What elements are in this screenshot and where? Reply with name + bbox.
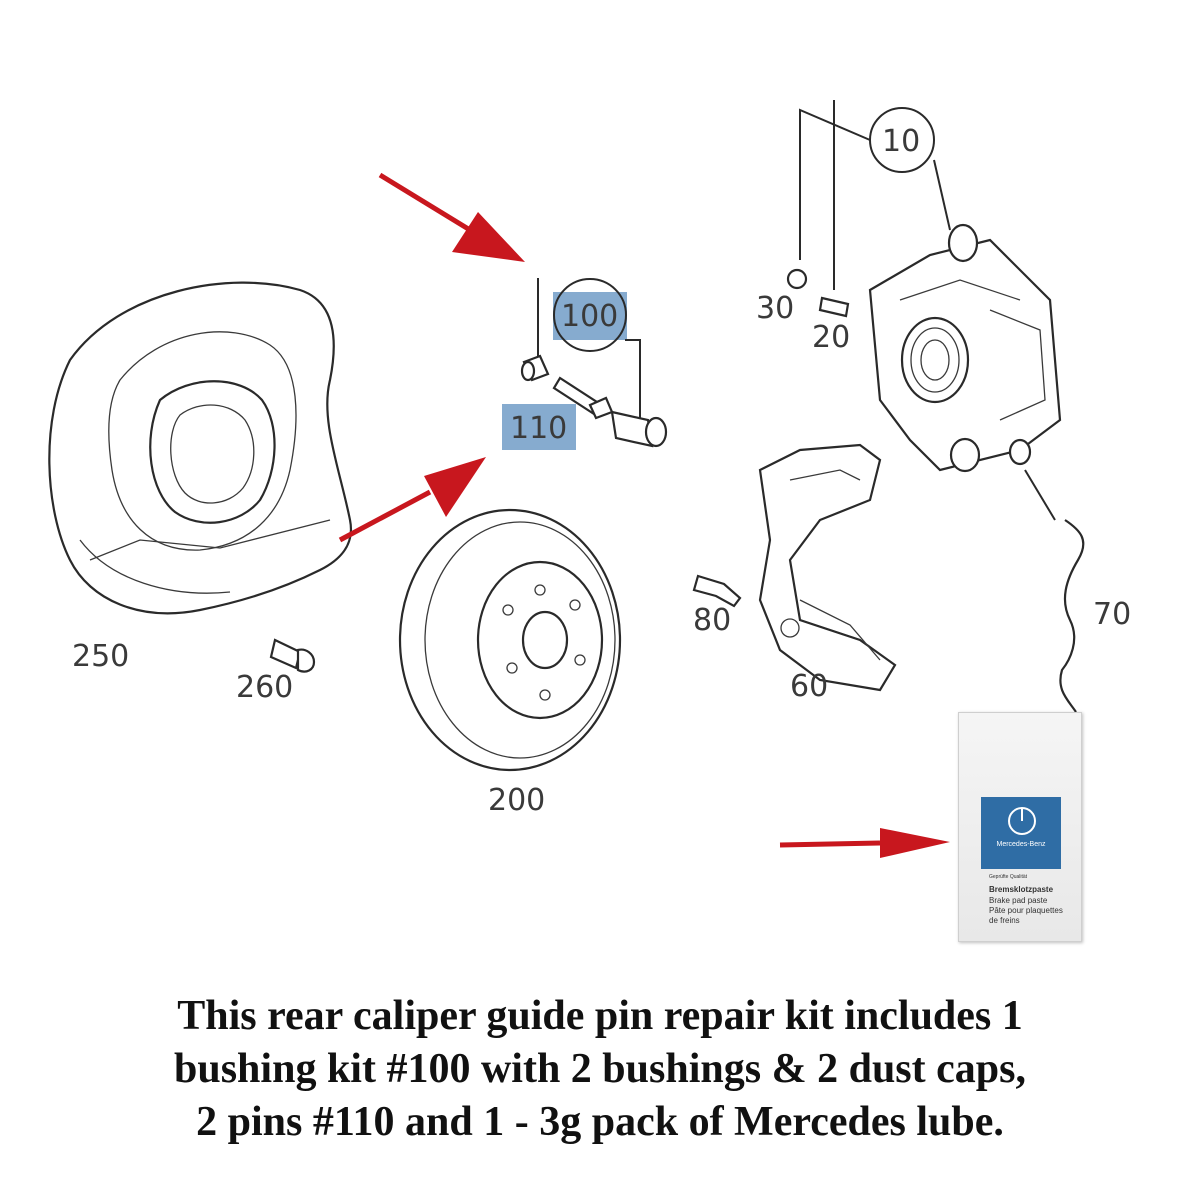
wear-sensor-70-part	[1059, 519, 1085, 713]
bolt-260-part	[269, 638, 316, 673]
exploded-parts-diagram: 250 260 200 100 110	[48, 100, 1131, 858]
arrow-to-lube-pack	[779, 828, 950, 858]
callout-110: 110	[510, 411, 567, 446]
leader-70	[1024, 469, 1056, 521]
bleeder-20-part	[818, 296, 850, 318]
caption-line-3: 2 pins #110 and 1 - 3g pack of Mercedes …	[196, 1099, 1004, 1145]
callout-100-circle	[553, 278, 627, 352]
callout-200: 200	[488, 783, 545, 818]
packet-line-1: Brake pad paste	[989, 896, 1048, 905]
caption: This rear caliper guide pin repair kit i…	[0, 990, 1200, 1149]
callout-250: 250	[72, 639, 129, 674]
brake-paste-packet: Mercedes-Benz Geprüfte Qualität Bremsklo…	[958, 712, 1082, 942]
caliper-bracket-part	[758, 443, 897, 692]
brake-caliper-part	[868, 223, 1062, 473]
packet-line-3: de freins	[989, 916, 1020, 925]
callout-80: 80	[693, 603, 731, 638]
mercedes-star-icon	[1008, 807, 1036, 835]
nut-30-part	[786, 268, 808, 290]
dust-shield-part	[48, 281, 353, 615]
packet-line-2: Pâte pour plaquettes	[989, 906, 1063, 915]
bolt-80-part	[692, 574, 742, 608]
leader-10-a	[799, 108, 871, 260]
callout-20: 20	[812, 320, 850, 355]
highlight-110-box	[502, 404, 576, 450]
callout-60: 60	[790, 669, 828, 704]
callout-100: 100	[561, 299, 618, 334]
guide-pin-parts	[520, 354, 668, 448]
packet-title: Bremsklotzpaste	[989, 885, 1054, 894]
caption-line-2: bushing kit #100 with 2 bushings & 2 dus…	[174, 1046, 1026, 1092]
caption-line-1: This rear caliper guide pin repair kit i…	[177, 993, 1023, 1039]
highlight-100-box	[553, 292, 627, 340]
arrow-to-100	[378, 172, 525, 262]
packet-small-text: Geprüfte Qualität	[989, 874, 1028, 880]
brake-rotor-part	[398, 508, 622, 772]
callout-260: 260	[236, 670, 293, 705]
packet-brand: Mercedes-Benz	[996, 841, 1046, 848]
leader-100-right	[625, 339, 641, 420]
arrow-to-110	[338, 457, 486, 543]
callout-70: 70	[1093, 597, 1131, 632]
mercedes-logo-box: Mercedes-Benz	[981, 797, 1061, 869]
leader-10-c	[933, 159, 951, 231]
callout-30: 30	[756, 291, 794, 326]
callout-10: 10	[882, 124, 920, 159]
